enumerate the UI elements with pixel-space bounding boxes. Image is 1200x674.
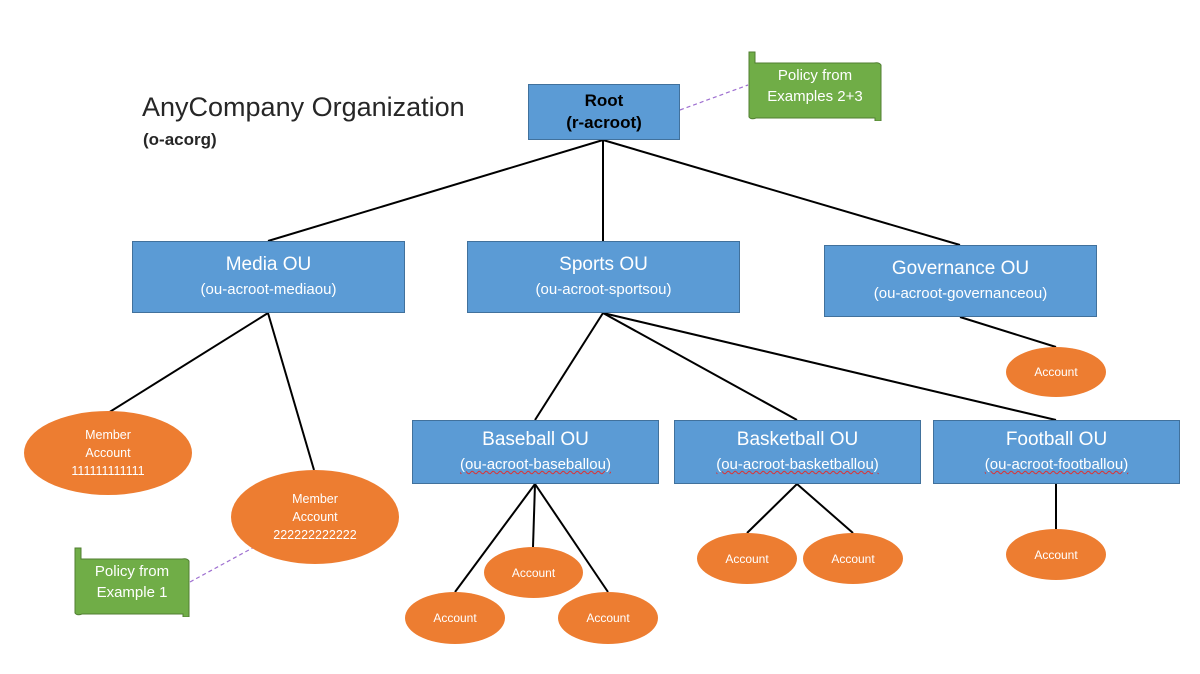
baseball-account-mid[interactable]: Account: [484, 547, 583, 598]
edge-sports-basketball: [602, 312, 798, 421]
member-account-1-line1: Member: [85, 428, 131, 442]
member-account-2-number: 222222222222: [273, 528, 357, 542]
media-ou-id: (ou-acroot-mediaou): [200, 281, 337, 298]
governance-ou-name: Governance OU: [891, 258, 1030, 279]
root-name: Root: [584, 91, 624, 110]
member-account-1-line2: Account: [85, 446, 131, 460]
edge-baseball-account-left: [454, 483, 536, 593]
basketball-account-left[interactable]: Account: [697, 533, 797, 584]
member-account-1[interactable]: Member Account 111111111111: [24, 411, 192, 495]
edge-basketball-account-right: [796, 483, 854, 534]
football-ou-node[interactable]: Football OU (ou-acroot-footballou): [933, 420, 1180, 484]
edge-media-member2: [267, 312, 315, 471]
sports-ou-node[interactable]: Sports OU (ou-acroot-sportsou): [467, 241, 740, 313]
governance-ou-node[interactable]: Governance OU (ou-acroot-governanceou): [824, 245, 1097, 317]
document-shape-icon: [74, 547, 190, 617]
edge-basketball-account-left: [746, 483, 798, 534]
media-ou-name: Media OU: [225, 254, 312, 275]
basketball-account-right[interactable]: Account: [803, 533, 903, 584]
edge-governance-account: [959, 316, 1057, 348]
member-policy-line2: Example 1: [96, 584, 168, 601]
root-policy-line1: Policy from: [777, 67, 853, 84]
policy-link-member: [189, 544, 259, 583]
member-policy-document[interactable]: Policy from Example 1: [74, 547, 190, 617]
organization-id: (o-acorg): [143, 130, 217, 149]
edge-media-member1: [107, 312, 269, 414]
media-ou-node[interactable]: Media OU (ou-acroot-mediaou): [132, 241, 405, 313]
sports-ou-name: Sports OU: [559, 254, 648, 275]
baseball-ou-name: Baseball OU: [482, 429, 589, 450]
sports-ou-id: (ou-acroot-sportsou): [535, 281, 672, 298]
root-node[interactable]: Root (r-acroot): [528, 84, 680, 140]
member-account-2-line1: Member: [292, 492, 338, 506]
basketball-ou-id: (ou-acroot-basketballou): [716, 456, 879, 473]
baseball-ou-node[interactable]: Baseball OU (ou-acroot-baseballou): [412, 420, 659, 484]
governance-ou-id: (ou-acroot-governanceou): [873, 285, 1048, 302]
document-shape-icon: [748, 51, 882, 121]
member-account-2-line2: Account: [292, 510, 338, 524]
edge-root-governance: [602, 139, 961, 246]
baseball-ou-id: (ou-acroot-baseballou): [460, 456, 611, 473]
organization-title: AnyCompany Organization: [142, 92, 465, 122]
member-account-2[interactable]: Member Account 222222222222: [231, 470, 399, 564]
baseball-account-left[interactable]: Account: [405, 592, 505, 644]
root-id: (r-acroot): [566, 113, 642, 132]
member-account-1-number: 111111111111: [71, 464, 145, 478]
football-ou-name: Football OU: [1005, 429, 1108, 450]
member-policy-line1: Policy from: [94, 563, 170, 580]
root-policy-document[interactable]: Policy from Examples 2+3: [748, 51, 882, 121]
baseball-account-right[interactable]: Account: [558, 592, 658, 644]
football-ou-id: (ou-acroot-footballou): [984, 456, 1129, 473]
edge-baseball-account-right: [534, 483, 609, 593]
governance-account[interactable]: Account: [1006, 347, 1106, 397]
edge-baseball-account-mid: [532, 483, 536, 548]
basketball-ou-node[interactable]: Basketball OU (ou-acroot-basketballou): [674, 420, 921, 484]
edge-sports-football: [602, 312, 1057, 421]
football-account[interactable]: Account: [1006, 529, 1106, 580]
edge-root-media: [267, 139, 604, 242]
root-policy-line2: Examples 2+3: [767, 88, 863, 105]
edge-sports-baseball: [534, 312, 604, 421]
policy-link-root: [679, 84, 749, 111]
basketball-ou-name: Basketball OU: [736, 429, 859, 450]
